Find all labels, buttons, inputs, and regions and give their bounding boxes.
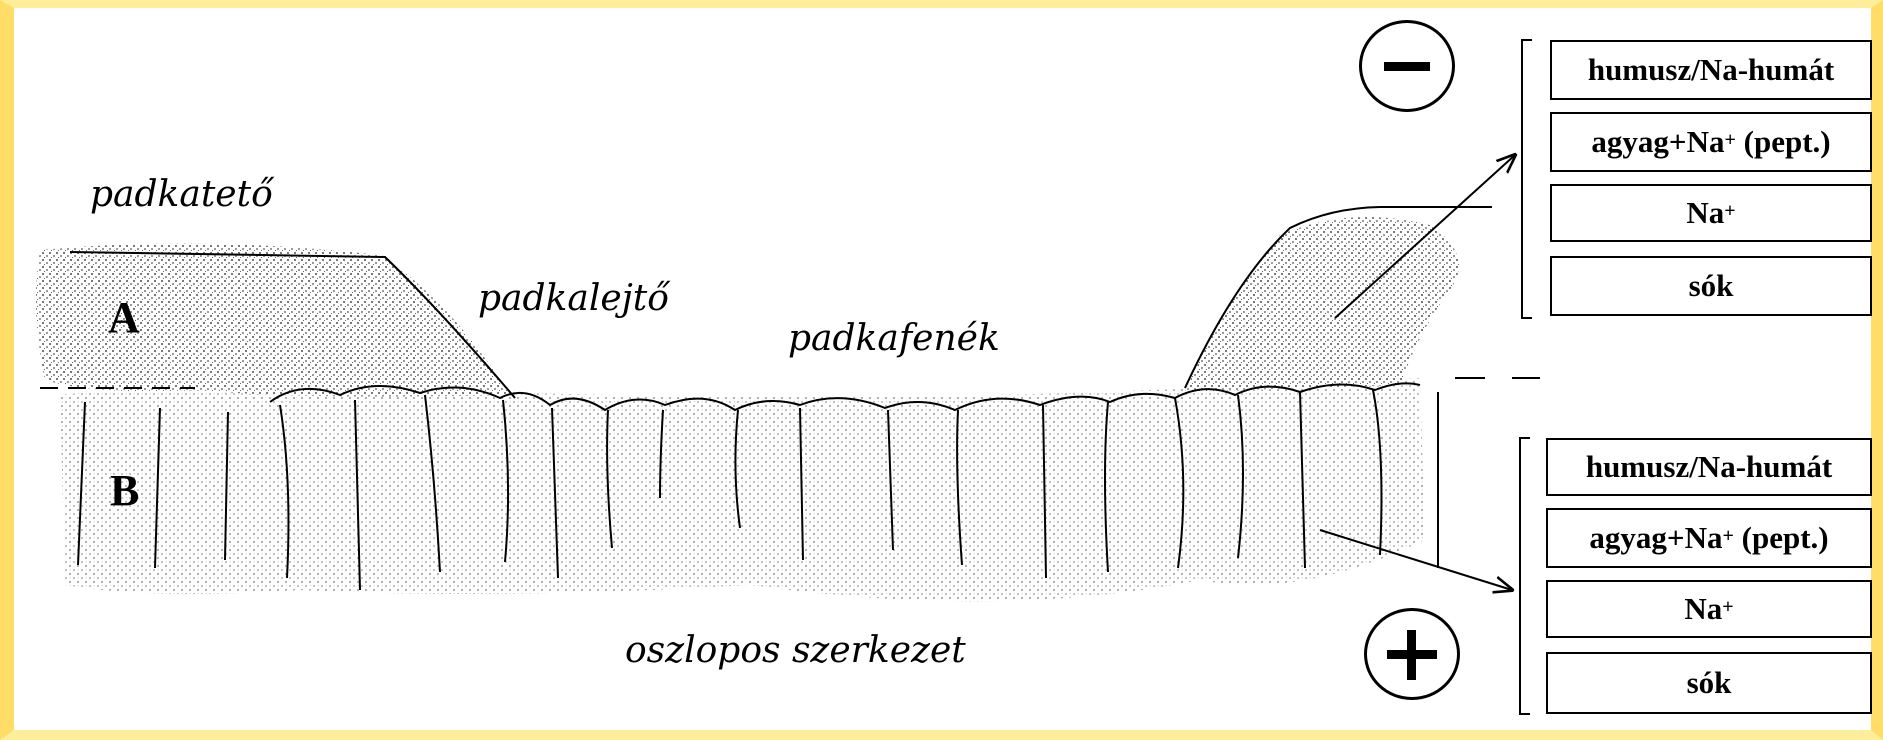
top-panel-agyag: agyag+Na+ (pept.) [1550, 112, 1872, 172]
bottom-panel-agyag: agyag+Na+ (pept.) [1546, 508, 1872, 568]
negative-charge-icon [1359, 20, 1455, 112]
bottom-panel-bracket [1520, 438, 1530, 714]
top-panel-na: Na+ [1550, 184, 1872, 242]
label-padkateto: padkatető [90, 174, 273, 215]
horizon-a-label: A [108, 292, 140, 343]
horizon-b-label: B [110, 465, 139, 516]
bottom-panel-humusz: humusz/Na-humát [1546, 438, 1872, 496]
label-padkalejto: padkalejtő [478, 278, 669, 319]
top-panel-bracket [1522, 40, 1532, 318]
bottom-panel-sok: sók [1546, 652, 1872, 714]
label-oszlopos-szerkezet: oszlopos szerkezet [625, 630, 966, 671]
label-padkafenek: padkafenék [788, 318, 1000, 359]
b-horizon-region [60, 378, 1425, 601]
top-panel-humusz: humusz/Na-humát [1550, 40, 1872, 100]
positive-charge-icon [1364, 608, 1460, 700]
top-panel-sok: sók [1550, 256, 1872, 316]
bottom-panel-na: Na+ [1546, 580, 1872, 638]
